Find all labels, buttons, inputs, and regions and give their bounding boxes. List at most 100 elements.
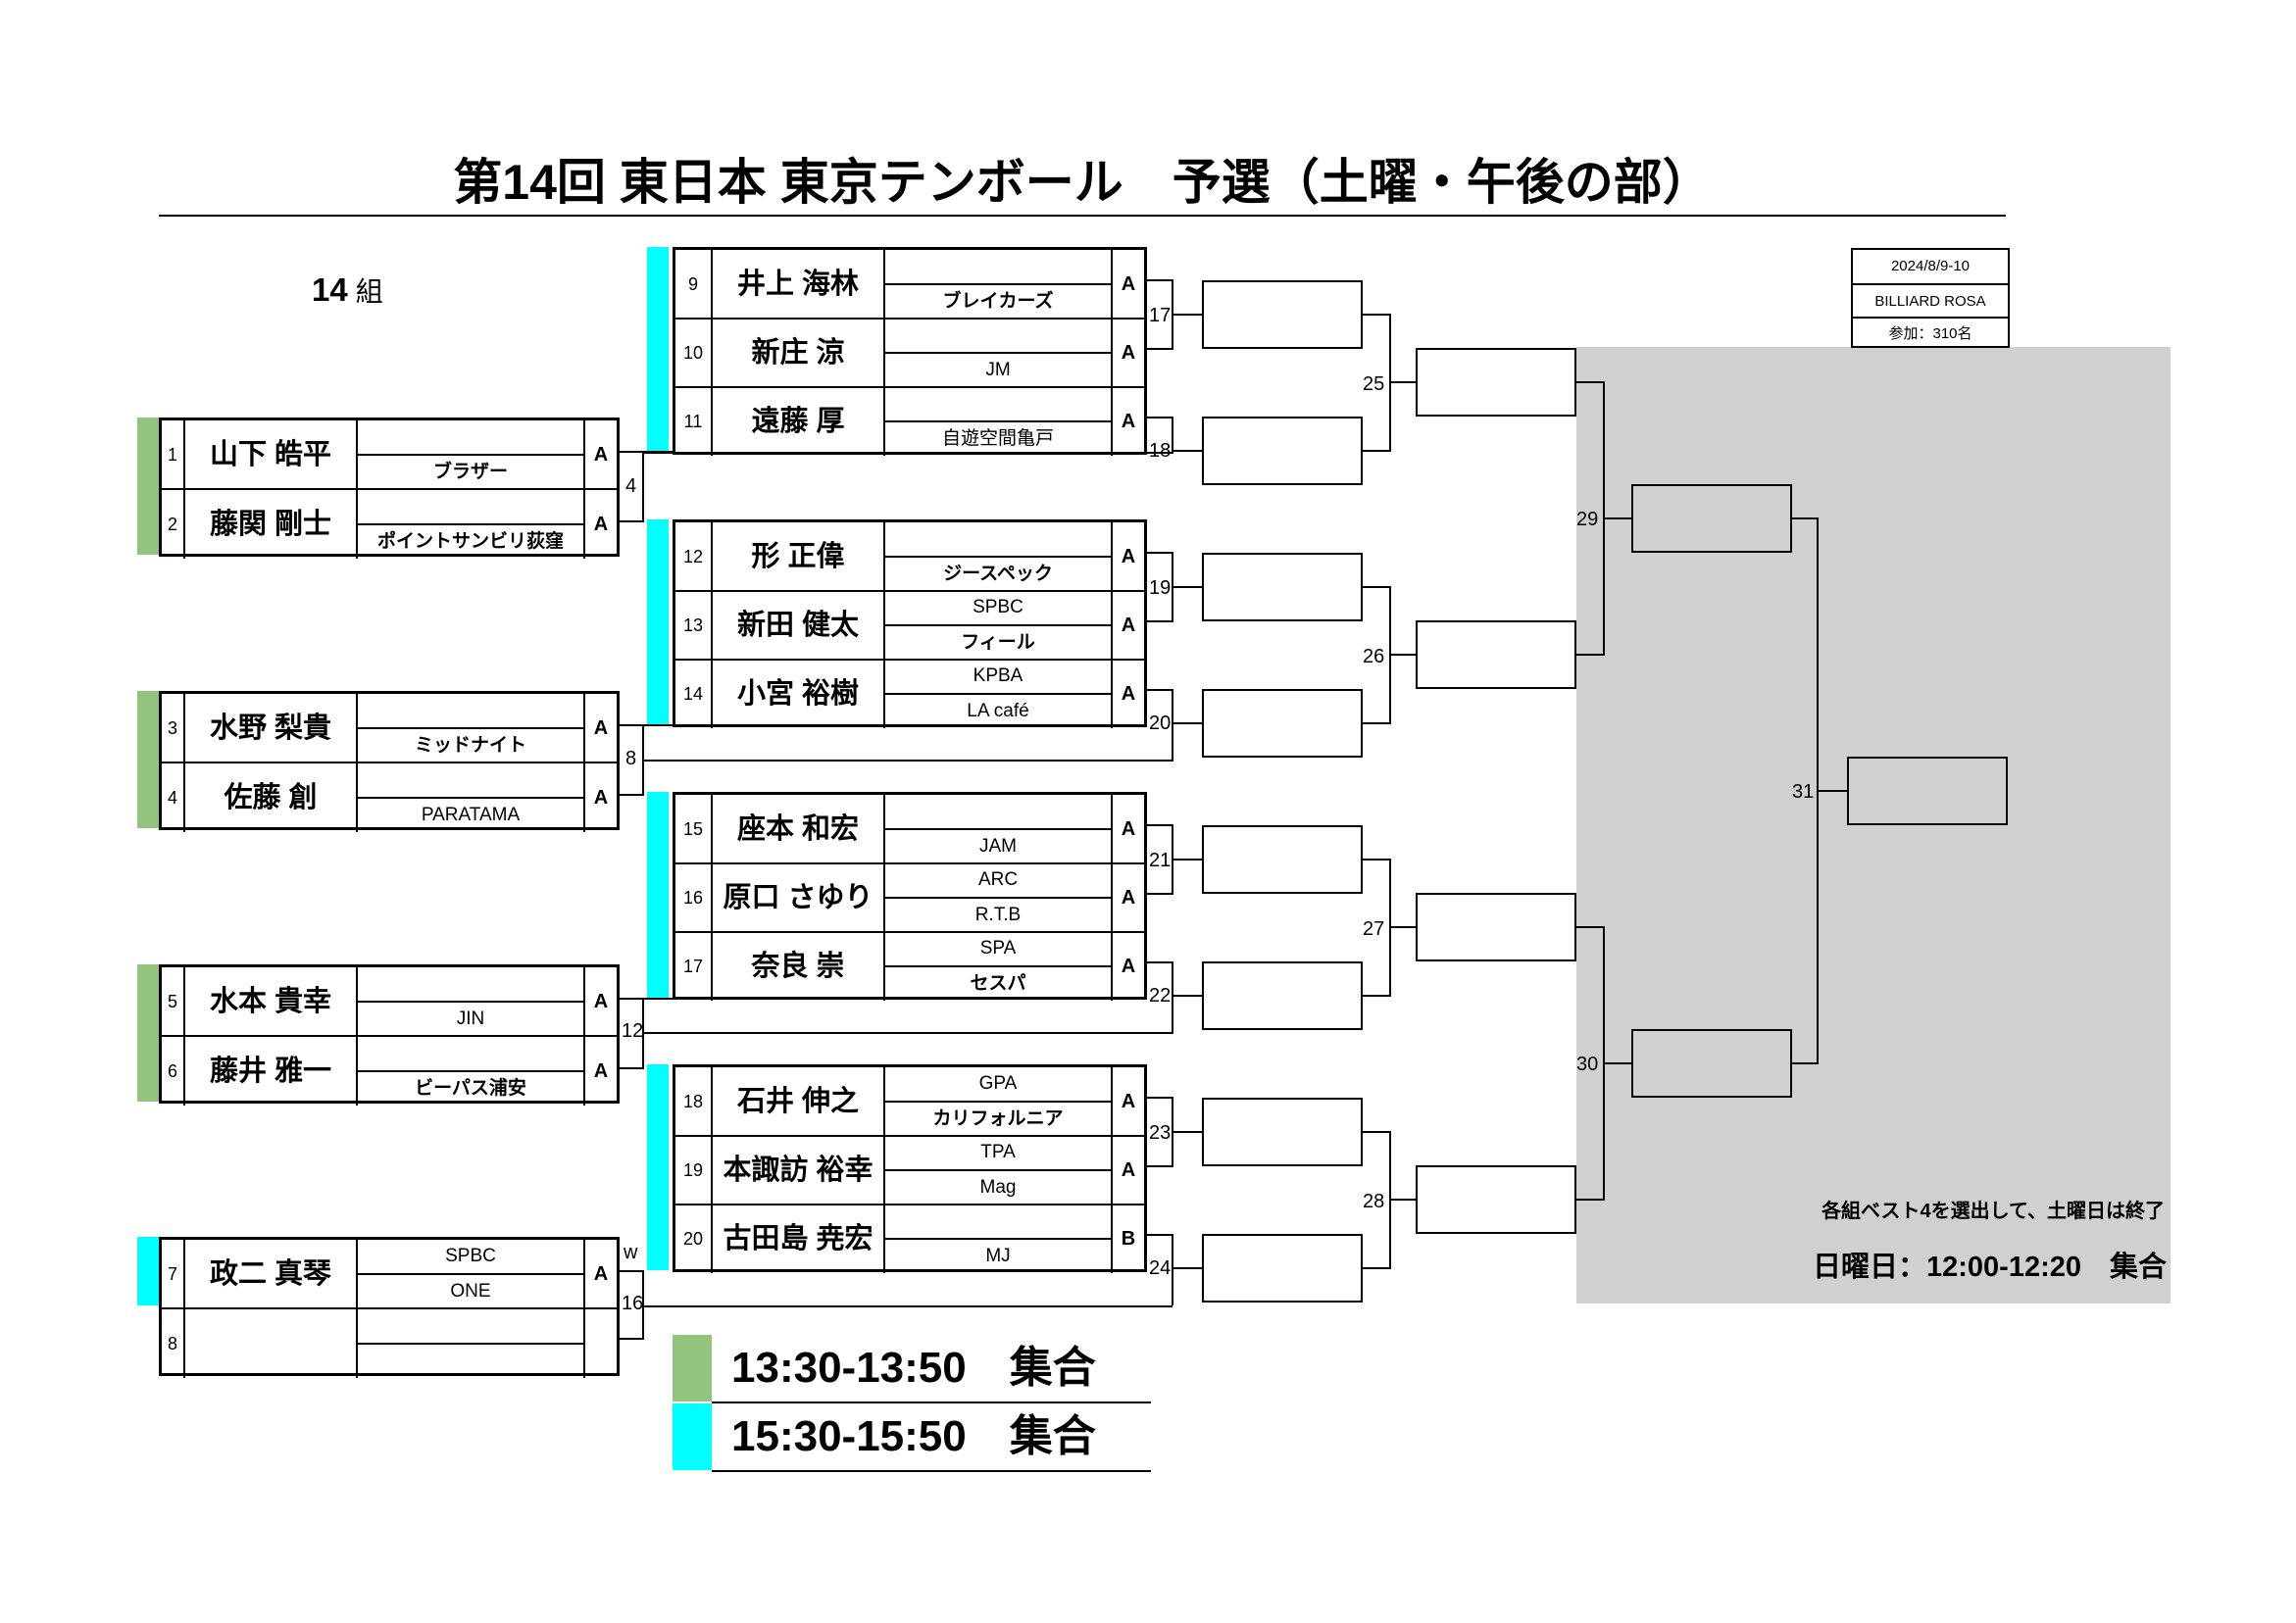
class-label: A	[1121, 342, 1136, 364]
player-row: 6 藤井 雅一 ビーパス浦安 A	[162, 1037, 617, 1106]
player-name: 石井 伸之	[713, 1067, 885, 1136]
match-number: 24	[1149, 1257, 1172, 1279]
club-cell: ミッドナイト	[358, 694, 585, 762]
club-bottom: JAM	[979, 836, 1017, 857]
player-name: 藤関 剛士	[185, 490, 358, 559]
color-bar-block-5	[647, 247, 669, 453]
club-top: TPA	[980, 1142, 1016, 1162]
player-name	[185, 1309, 358, 1378]
club-cell: ブレイカーズ	[885, 250, 1113, 319]
class-label: A	[1121, 887, 1136, 909]
page-title: 第14回 東日本 東京テンボール 予選（土曜・午後の部）	[453, 155, 1712, 210]
club-bottom: フィール	[961, 632, 1035, 653]
club-bottom: ミッドナイト	[414, 735, 526, 756]
round2-slot	[1202, 280, 1363, 349]
player-name: 奈良 崇	[713, 932, 885, 1001]
club-top: SPA	[979, 938, 1017, 959]
club-bottom: ブラザー	[432, 462, 508, 482]
event-dates: 2024/8/9-10	[1890, 258, 1971, 274]
match-number: 12	[622, 1020, 644, 1042]
event-venue: BILLIARD ROSA	[1853, 283, 2008, 319]
player-name: 水本 貴幸	[185, 967, 358, 1036]
club-top: KPBA	[973, 665, 1023, 686]
club-bottom: セスパ	[970, 973, 1026, 994]
player-row: 1 山下 皓平 ブラザー A	[162, 420, 617, 489]
seed-number: 18	[675, 1067, 713, 1136]
class-label: A	[1121, 1159, 1136, 1181]
class-label: A	[593, 444, 609, 466]
round4-slot	[1631, 1029, 1792, 1098]
match-number: 8	[625, 748, 637, 769]
match-number: 28	[1363, 1191, 1385, 1212]
class-label: A	[593, 991, 609, 1012]
left-block-1: 1 山下 皓平 ブラザー A 2 藤関 剛士 ポイントサンビリ荻窪 A	[159, 418, 620, 559]
seed-number: 20	[675, 1205, 713, 1273]
club-cell: ポイントサンビリ荻窪	[358, 490, 585, 559]
seed-number: 13	[675, 591, 713, 660]
class-label: A	[593, 1263, 609, 1285]
legend-swatch-cyan	[673, 1403, 712, 1470]
club-bottom: ポイントサンビリ荻窪	[376, 531, 564, 552]
player-name: 新庄 涼	[713, 319, 885, 387]
player-name: 水野 梨貴	[185, 694, 358, 762]
round2-slot	[1202, 961, 1363, 1030]
color-bar-block-6	[647, 519, 669, 725]
class-label: A	[593, 514, 609, 535]
club-cell: ブラザー	[358, 420, 585, 489]
left-block-3: 5 水本 貴幸 JIN A 6 藤井 雅一 ビーパス浦安 A	[159, 964, 620, 1106]
round2-slot	[1202, 689, 1363, 758]
match-number: 19	[1149, 577, 1172, 599]
seed-number: 12	[675, 522, 713, 591]
round3-slot	[1416, 620, 1576, 689]
round2-slot	[1202, 825, 1363, 894]
club-cell: JIN	[358, 967, 585, 1036]
seed-number: 15	[675, 795, 713, 863]
round2-slot	[1202, 553, 1363, 621]
legend-time: 15:30-15:50 集合	[731, 1412, 1096, 1460]
player-row: 8	[162, 1309, 617, 1378]
club-bottom: MJ	[985, 1246, 1011, 1266]
match-number: 30	[1576, 1054, 1599, 1075]
player-row: 4 佐藤 創 PARATAMA A	[162, 763, 617, 832]
player-row: 2 藤関 剛士 ポイントサンビリ荻窪 A	[162, 490, 617, 559]
club-bottom: JM	[985, 360, 1011, 380]
color-bar-block-8	[647, 1064, 669, 1270]
legend-cyan: 15:30-15:50 集合	[673, 1403, 1151, 1472]
player-name: 新田 健太	[713, 591, 885, 660]
player-name: 山下 皓平	[185, 420, 358, 489]
legend-swatch-green	[673, 1335, 712, 1402]
color-bar-block-3	[137, 964, 159, 1102]
class-label: A	[593, 787, 609, 809]
club-cell: PARATAMA	[358, 763, 585, 832]
match-number: 27	[1363, 918, 1385, 940]
club-bottom: カリフォルニア	[932, 1108, 1064, 1129]
seed-number: 17	[675, 932, 713, 1001]
round2-slot	[1202, 1098, 1363, 1166]
seed-number: 3	[162, 694, 185, 762]
final-slot	[1847, 757, 2008, 825]
player-row: 9 井上 海林 ブレイカーズ A	[675, 250, 1144, 319]
club-cell: 自遊空間亀戸	[885, 387, 1113, 456]
seed-number: 10	[675, 319, 713, 387]
player-name: 藤井 雅一	[185, 1037, 358, 1106]
color-bar-block-1	[137, 418, 159, 555]
player-name: 佐藤 創	[185, 763, 358, 832]
club-cell: JM	[885, 319, 1113, 387]
player-name: 小宮 裕樹	[713, 660, 885, 728]
match-number: 25	[1363, 373, 1385, 395]
seed-number: 19	[675, 1136, 713, 1205]
color-bar-block-7	[647, 792, 669, 998]
seed-number: 14	[675, 660, 713, 728]
club-bottom: ブレイカーズ	[942, 291, 1054, 312]
